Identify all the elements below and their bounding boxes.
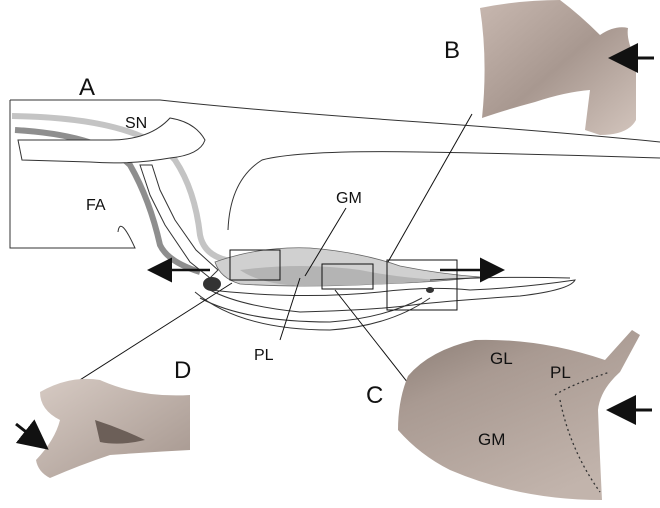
panel-label-a: A bbox=[79, 74, 95, 101]
panel-label-b: B bbox=[444, 37, 460, 64]
arrow-d bbox=[16, 424, 44, 446]
body-outline bbox=[10, 100, 660, 142]
sn-line bbox=[12, 116, 240, 262]
label-gm: GM bbox=[336, 190, 362, 207]
photo-c-specimen bbox=[398, 330, 640, 500]
photo-d: D bbox=[16, 357, 191, 478]
label-sn: SN bbox=[125, 115, 147, 132]
shoulder-joint bbox=[203, 277, 221, 291]
label-fa: FA bbox=[86, 197, 106, 214]
photo-c-label-gl: GL bbox=[490, 349, 513, 368]
label-pl: PL bbox=[254, 347, 274, 364]
panel-label-d: D bbox=[174, 357, 191, 384]
photo-c: C GL PL GM bbox=[366, 330, 652, 500]
photo-b-specimen bbox=[480, 0, 636, 135]
wrist-joint bbox=[426, 287, 434, 293]
photo-b: B bbox=[444, 0, 654, 135]
panel-label-c: C bbox=[366, 382, 383, 409]
leader-b bbox=[388, 114, 472, 262]
leader-d bbox=[72, 283, 232, 385]
photo-c-label-gm: GM bbox=[478, 430, 505, 449]
photo-c-label-pl: PL bbox=[550, 363, 571, 382]
diagram-a: A SN FA GM PL bbox=[10, 74, 660, 385]
